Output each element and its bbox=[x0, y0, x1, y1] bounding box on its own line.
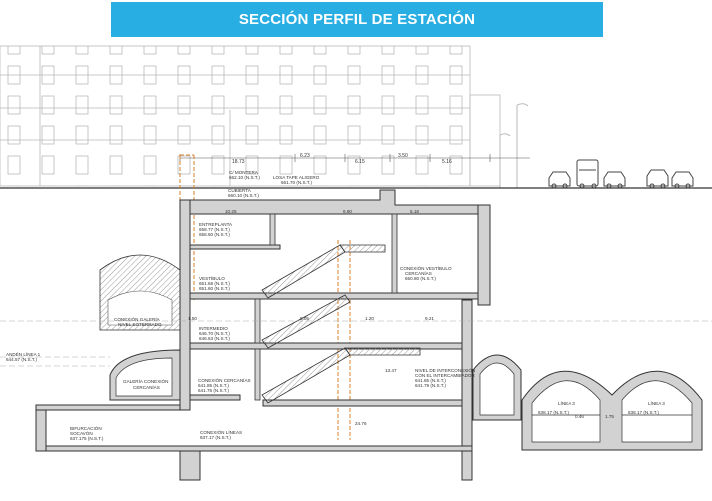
conexion-vestibulo-label: CONEXIÓN VESTÍBULO bbox=[400, 265, 452, 271]
left-arched-vault bbox=[99, 254, 181, 331]
dimension-label: 13.47 bbox=[385, 368, 397, 373]
dimension-label: 6.18 bbox=[410, 209, 419, 214]
street-value: 662.10 (N.S.T.) bbox=[229, 175, 260, 180]
twin-tunnels bbox=[521, 370, 703, 451]
bifurcacion-label: BIFURCACIÓN bbox=[70, 425, 102, 431]
galeria-label: GALERÍA CONEXIÓN bbox=[123, 378, 168, 384]
vestibulo-value: 651.60 (N.S.T.) bbox=[199, 286, 230, 291]
street-label: C/ MONTERA bbox=[229, 170, 259, 175]
car-icon bbox=[671, 171, 694, 189]
nivel-intercambio-value: 641.85 (N.S.T.) bbox=[415, 378, 446, 383]
car-icon bbox=[646, 169, 669, 189]
bus-icon bbox=[576, 159, 599, 189]
top-dimension-line bbox=[179, 154, 530, 162]
dimension-label: 9.05 bbox=[300, 316, 309, 321]
anden-value: 644.57 (N.S.T.) bbox=[6, 357, 37, 362]
dimension-label: 10.25 bbox=[225, 209, 237, 214]
dimension-label: 24.76 bbox=[355, 421, 367, 426]
dimension-label: 6.15 bbox=[355, 159, 365, 165]
conexion-cercanias-value: 641.85 (N.S.T.) bbox=[198, 383, 229, 388]
entreplanta-label: ENTREPLANTA bbox=[199, 222, 233, 227]
escalator-flights bbox=[261, 244, 421, 404]
left-tunnel-gallery bbox=[109, 349, 181, 401]
galeria-sub: CERCANÍAS bbox=[133, 384, 160, 390]
dimension-label: 1.50 bbox=[188, 316, 197, 321]
cover-value: 660.10 (N.S.T.) bbox=[228, 193, 259, 198]
bifurcacion-value: 637.175 (N.S.T.) bbox=[70, 436, 104, 441]
level-labels: C/ MONTERA 662.10 (N.S.T.) LOSA TAPE ALI… bbox=[6, 170, 665, 441]
tunnel-right-value: 638.17 (N.S.T.) bbox=[628, 410, 659, 415]
conexion-galeria-sub: NIVEL SOTERRADO bbox=[118, 322, 162, 327]
station-structure bbox=[35, 189, 491, 481]
vestibulo-value: 651.68 (N.S.T.) bbox=[199, 281, 230, 286]
vestibulo-label: VESTÍBULO bbox=[199, 275, 225, 281]
slab-label: LOSA TAPE ALIGERO bbox=[273, 175, 320, 180]
entreplanta-value: 658.77 (N.S.T.) bbox=[199, 227, 230, 232]
tunnel-left-value: 638.17 (N.S.T.) bbox=[538, 410, 569, 415]
dimension-label: 9.21 bbox=[425, 316, 434, 321]
conexion-cercanias-label: CONEXIÓN CERCANÍAS bbox=[198, 377, 251, 383]
conexion-vestibulo-sub: CERCANÍAS bbox=[405, 270, 432, 276]
dimension-label: 6.80 bbox=[343, 209, 352, 214]
nivel-intercambio-label: NIVEL DE INTERCONEXIÓN bbox=[415, 367, 475, 373]
page-title: SECCIÓN PERFIL DE ESTACIÓN bbox=[238, 11, 476, 28]
conexion-cercanias-value: 641.76 (N.S.T.) bbox=[198, 388, 229, 393]
dimension-label: 0.46 bbox=[575, 414, 584, 419]
conexion-vestibulo-value: 650.80 (N.S.T.) bbox=[405, 276, 436, 281]
entreplanta-value: 658.60 (N.S.T.) bbox=[199, 232, 230, 237]
conexion-lineas-label: CONEXIÓN LÍNEAS bbox=[200, 429, 242, 435]
level-reference-lines bbox=[0, 320, 712, 367]
slab-value: 661.70 (N.S.T.) bbox=[281, 180, 312, 185]
cover-label: CUBIERTA bbox=[228, 188, 252, 193]
dimension-label: 18.73 bbox=[232, 159, 245, 165]
intermedio-value: 646.63 (N.S.T.) bbox=[199, 336, 230, 341]
dimension-label: 3.50 bbox=[398, 153, 408, 159]
anden-label: ANDÉN LÍNEA 1 bbox=[6, 351, 41, 357]
dimension-label: 1.75 bbox=[605, 414, 614, 419]
dimension-label: 5.16 bbox=[442, 159, 452, 165]
tunnel-right-label: LÍNEA 3 bbox=[648, 400, 665, 406]
dimension-label: 6.23 bbox=[300, 153, 310, 159]
tunnel-left-label: LÍNEA 3 bbox=[558, 400, 575, 406]
small-arch-tunnel bbox=[472, 354, 522, 421]
street-lamp-icon bbox=[499, 103, 529, 188]
intermedio-value: 646.70 (N.S.T.) bbox=[199, 331, 230, 336]
building-facade bbox=[0, 45, 501, 187]
bifurcacion-sub: SOCAVÓN bbox=[70, 430, 93, 436]
nivel-intercambio-value: 641.79 (N.S.T.) bbox=[415, 383, 446, 388]
intermedio-label: INTERMEDIO bbox=[199, 326, 228, 331]
dimension-label: 1.20 bbox=[365, 316, 374, 321]
car-icon bbox=[548, 171, 571, 189]
conexion-lineas-value: 637.17 (N.S.T.) bbox=[200, 435, 231, 440]
title-banner: SECCIÓN PERFIL DE ESTACIÓN bbox=[111, 2, 603, 37]
conexion-galeria-label: CONEXIÓN GALERÍA bbox=[114, 316, 161, 322]
car-icon bbox=[603, 171, 626, 189]
nivel-intercambio-sub: CON EL INTERCAMBIADOR bbox=[415, 373, 475, 378]
